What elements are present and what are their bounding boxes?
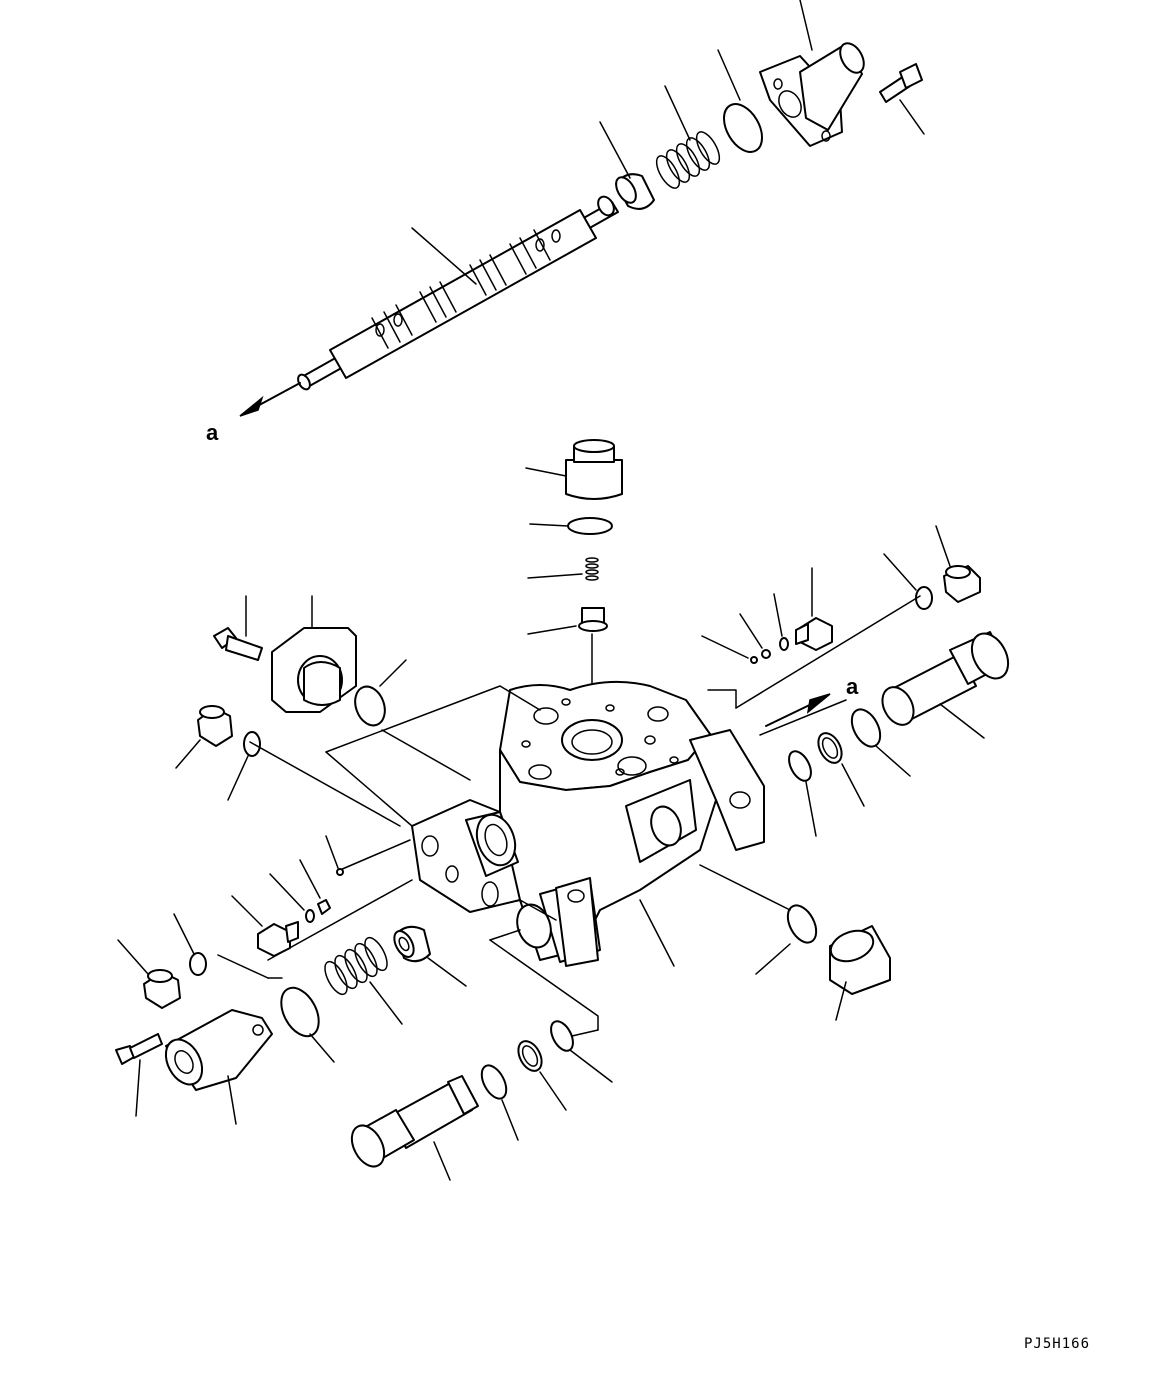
valve-body [411,680,765,967]
body-leader-line [639,899,675,967]
view-label-a-right: a [846,674,859,699]
lower-left-ball [325,835,344,876]
assembly-axis-lines [217,595,921,1037]
spool-assembly: a [206,195,619,445]
lower-long-plug [350,1075,479,1181]
bolt-top-right [879,63,925,135]
left-plug [175,705,233,769]
right-small-pin [701,635,758,664]
right-o-ring-a [850,708,911,777]
right-o-ring-b [788,750,817,837]
lower-backup-ring [517,1040,567,1111]
right-long-plug [881,631,1010,739]
center-plug [525,439,623,500]
right-backup-ring [817,732,865,807]
lower-right-o-ring [755,904,818,975]
lower-left-fitting [231,895,299,957]
left-bolt [213,595,263,661]
center-spring [527,557,599,581]
spring-retainer [599,121,655,210]
right-o-ring-tiny [773,593,789,651]
lower-spring [324,936,403,1025]
drawing-code: PJ5H166 [1024,1336,1090,1352]
lower-o-ring-b [550,1020,613,1083]
o-ring-top [717,49,763,153]
lower-right-plug [829,925,891,1021]
view-arrow-right: a [765,674,859,727]
left-o-ring-large [354,659,407,727]
left-o-ring-small [227,731,261,801]
right-ball [739,613,771,659]
lower-o-ring-a [480,1064,519,1141]
center-o-ring [529,517,613,535]
lower-cover [164,1009,273,1125]
lower-retainer [393,925,467,987]
lower-left-nut [299,859,331,915]
spool-cover [759,0,865,147]
lower-o-ring-large [280,986,335,1063]
spool-spring [655,85,721,189]
lower-bolt [115,1033,163,1117]
right-o-ring-small [883,553,933,610]
lower-left-plug [117,939,181,1009]
lower-left-o-ring-tiny [269,873,315,923]
right-plug-small [935,525,981,603]
lower-left-o-ring-small [173,913,207,976]
right-fitting [795,567,833,651]
view-label-a-top: a [206,420,219,445]
left-cover-plate [271,595,357,713]
